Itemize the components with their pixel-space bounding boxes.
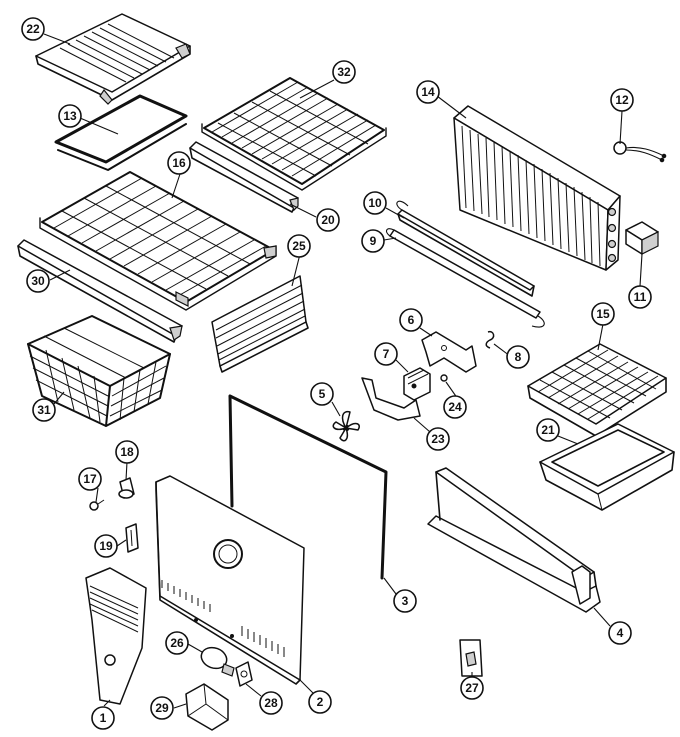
callout-label: 14 <box>421 85 435 99</box>
callout-label: 2 <box>317 695 324 709</box>
callout-29: 29 <box>150 696 174 720</box>
part-shelf-cover <box>35 13 191 105</box>
part-clip <box>485 330 495 349</box>
callout-4: 4 <box>608 621 632 645</box>
callout-1: 1 <box>91 706 115 730</box>
callout-label: 7 <box>383 347 390 361</box>
callout-label: 10 <box>368 196 382 210</box>
callout-14: 14 <box>416 80 440 104</box>
part-lamp-socket <box>235 661 253 687</box>
part-heater-tube <box>385 228 545 328</box>
callout-32: 32 <box>332 60 356 84</box>
part-front-trim <box>17 239 183 343</box>
part-switch <box>403 367 431 401</box>
callout-label: 8 <box>515 350 522 364</box>
callout-10: 10 <box>363 191 387 215</box>
callout-6: 6 <box>399 308 423 332</box>
part-ring <box>440 374 448 382</box>
callout-label: 27 <box>465 681 479 695</box>
part-basket <box>27 315 171 427</box>
callout-label: 11 <box>634 290 647 304</box>
part-shelf-trim <box>189 141 299 213</box>
callout-24: 24 <box>443 395 467 419</box>
callout-label: 21 <box>541 423 555 437</box>
part-rear-panel <box>155 475 305 685</box>
callout-5: 5 <box>310 382 334 406</box>
part-door-rail <box>427 467 601 613</box>
callout-20: 20 <box>316 208 340 232</box>
callout-label: 16 <box>172 156 186 170</box>
part-lamp-cover <box>185 683 229 731</box>
callout-26: 26 <box>165 631 189 655</box>
callout-label: 13 <box>63 109 77 123</box>
callout-label: 5 <box>319 387 326 401</box>
callout-label: 6 <box>408 313 415 327</box>
part-evaporator <box>453 105 621 271</box>
callout-label: 17 <box>83 472 97 486</box>
part-defrost-timer <box>625 221 659 255</box>
callout-label: 19 <box>99 539 113 553</box>
callout-label: 28 <box>264 696 278 710</box>
callout-label: 24 <box>448 400 462 414</box>
leader-lines <box>43 33 643 709</box>
callout-label: 32 <box>337 65 351 79</box>
callout-13: 13 <box>58 104 82 128</box>
part-air-vent <box>85 567 147 705</box>
callout-3: 3 <box>393 589 417 613</box>
callout-label: 1 <box>100 711 107 725</box>
callout-19: 19 <box>94 534 118 558</box>
part-fan-blade <box>332 410 360 442</box>
callout-label: 29 <box>155 701 169 715</box>
part-thermostat-sensor <box>613 141 667 163</box>
part-gasket <box>228 394 388 580</box>
part-main-wire-shelf <box>39 171 277 311</box>
callout-label: 18 <box>120 445 134 459</box>
part-door-switch <box>459 639 483 677</box>
part-upper-wire-shelf <box>201 77 387 191</box>
callout-label: 15 <box>596 307 610 321</box>
callout-9: 9 <box>361 229 385 253</box>
callout-12: 12 <box>610 88 634 112</box>
callout-30: 30 <box>26 269 50 293</box>
callout-31: 31 <box>32 398 56 422</box>
callout-11: 11 <box>628 285 652 309</box>
callout-18: 18 <box>115 440 139 464</box>
part-fan-bracket <box>361 377 421 421</box>
callout-label: 31 <box>37 403 51 417</box>
callout-7: 7 <box>374 342 398 366</box>
callout-label: 22 <box>26 22 40 36</box>
callout-15: 15 <box>591 302 615 326</box>
part-bracket <box>421 331 477 373</box>
callout-label: 9 <box>370 234 377 248</box>
callout-8: 8 <box>506 345 530 369</box>
part-screw <box>89 499 105 511</box>
callout-23: 23 <box>426 427 450 451</box>
callout-27: 27 <box>460 676 484 700</box>
callout-16: 16 <box>167 151 191 175</box>
callout-17: 17 <box>78 467 102 491</box>
callout-label: 25 <box>292 239 306 253</box>
part-crisper-panel <box>211 275 309 373</box>
callout-25: 25 <box>287 234 311 258</box>
callout-21: 21 <box>536 418 560 442</box>
callout-label: 23 <box>431 432 445 446</box>
callout-label: 12 <box>615 93 629 107</box>
part-light-switch <box>125 523 139 553</box>
part-light-bulb <box>200 646 235 677</box>
callout-2: 2 <box>308 690 332 714</box>
callout-label: 4 <box>617 626 624 640</box>
callout-28: 28 <box>259 691 283 715</box>
callout-22: 22 <box>21 17 45 41</box>
part-knob <box>118 477 135 499</box>
part-ice-tray <box>527 343 667 437</box>
part-wire-frame <box>54 94 188 171</box>
part-defrost-heater <box>396 200 535 297</box>
callout-label: 30 <box>31 274 45 288</box>
callout-label: 3 <box>402 594 409 608</box>
callout-label: 26 <box>170 636 184 650</box>
part-ice-bin <box>539 423 675 511</box>
callout-label: 20 <box>321 213 335 227</box>
